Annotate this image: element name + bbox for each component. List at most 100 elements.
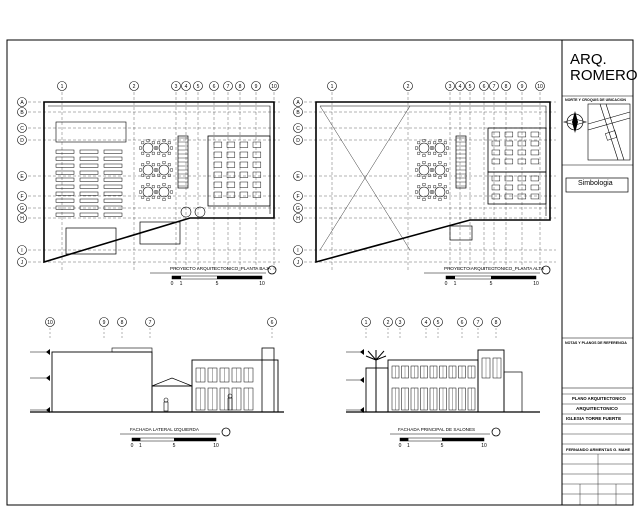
pew bbox=[55, 191, 75, 196]
plan-low-outline bbox=[43, 101, 275, 264]
grid-column-label: 10 bbox=[537, 84, 543, 90]
grid-bubble bbox=[535, 81, 545, 91]
grid-bubble bbox=[293, 107, 303, 117]
pew bbox=[79, 163, 99, 168]
elevation-main-windows bbox=[391, 357, 502, 411]
scale-tick-label: 5 bbox=[490, 281, 493, 287]
pew bbox=[103, 156, 123, 161]
desk bbox=[504, 149, 514, 156]
desk bbox=[252, 161, 262, 168]
plan-low-detail-marker bbox=[267, 265, 277, 275]
desk bbox=[226, 171, 236, 178]
grid-bubble bbox=[181, 81, 191, 91]
scale-tick-label: 10 bbox=[213, 443, 219, 449]
desk bbox=[517, 184, 527, 191]
plan-low-pews bbox=[55, 121, 127, 217]
desk bbox=[491, 131, 501, 138]
desk bbox=[530, 140, 540, 147]
scale-tick-label: 1 bbox=[454, 281, 457, 287]
elevation-axis-bubble bbox=[491, 317, 501, 327]
grid-column-label: 1 bbox=[61, 84, 64, 90]
scale-tick-label: 5 bbox=[173, 443, 176, 449]
locator-label: NORTE Y CROQUIS DE UBICACION bbox=[565, 98, 626, 102]
desk bbox=[491, 175, 501, 182]
plan-high-void-diagonal-2 bbox=[319, 105, 411, 251]
scale-tick-label: 10 bbox=[259, 281, 265, 287]
scale-tick-label: 0 bbox=[445, 281, 448, 287]
grid-bubble bbox=[501, 81, 511, 91]
desk bbox=[252, 171, 262, 178]
elevation-left-levels bbox=[30, 349, 50, 413]
elevation-left-main-block bbox=[51, 351, 153, 413]
symbology-label: Simbologia bbox=[578, 180, 613, 187]
grid-column-label: 8 bbox=[239, 84, 242, 90]
grid-bubble bbox=[17, 135, 27, 145]
pew bbox=[103, 191, 123, 196]
grid-bubble bbox=[17, 203, 27, 213]
pew bbox=[55, 184, 75, 189]
desk bbox=[213, 171, 223, 178]
grid-row-label: I bbox=[297, 248, 298, 254]
plan-low-title: PROYECTO ARQUITECTONICO_PLANTA BAJA bbox=[170, 266, 272, 271]
elevation-axis-bubble bbox=[383, 317, 393, 327]
elevation-axis-bubble bbox=[45, 317, 55, 327]
scale-tick-label: 5 bbox=[441, 443, 444, 449]
grid-bubble bbox=[327, 81, 337, 91]
title-block bbox=[562, 95, 633, 505]
grid-bubble bbox=[223, 81, 233, 91]
elevation-axis-bubble bbox=[267, 317, 277, 327]
grid-column-label: 10 bbox=[271, 84, 277, 90]
round-table bbox=[418, 164, 430, 176]
desk bbox=[252, 151, 262, 158]
grid-bubble bbox=[445, 81, 455, 91]
north-arrow-icon bbox=[562, 111, 588, 133]
scale-tick-label: 0 bbox=[171, 281, 174, 287]
grid-row-label: G bbox=[296, 206, 300, 212]
plan-low-desks bbox=[213, 141, 262, 198]
scale-tick-label: 10 bbox=[533, 281, 539, 287]
elevation-axis-label: 9 bbox=[103, 320, 106, 326]
round-table bbox=[158, 186, 170, 198]
grid-column-label: 5 bbox=[197, 84, 200, 90]
grid-row-label: F bbox=[296, 194, 299, 200]
desk bbox=[504, 184, 514, 191]
elevation-axis-bubble bbox=[457, 317, 467, 327]
grid-bubble bbox=[171, 81, 181, 91]
pew bbox=[79, 156, 99, 161]
elevation-left-title: FACHADA LATERAL IZQUIERDA bbox=[130, 427, 200, 432]
title-block-rows bbox=[562, 393, 633, 505]
grid-row-label: J bbox=[297, 260, 300, 266]
desk bbox=[530, 131, 540, 138]
grid-column-label: 7 bbox=[493, 84, 496, 90]
plan-low-service-room bbox=[65, 227, 117, 255]
grid-column-label: 1 bbox=[331, 84, 334, 90]
grid-column-label: 8 bbox=[505, 84, 508, 90]
grid-column-label: 2 bbox=[407, 84, 410, 90]
round-table bbox=[434, 164, 446, 176]
desk bbox=[517, 175, 527, 182]
desk bbox=[226, 181, 236, 188]
round-table bbox=[142, 186, 154, 198]
desk bbox=[239, 141, 249, 148]
pew bbox=[79, 177, 99, 182]
grid-row-label: C bbox=[296, 126, 300, 132]
desk bbox=[491, 184, 501, 191]
desk bbox=[213, 151, 223, 158]
plan-high-bathroom bbox=[449, 225, 473, 241]
scale-tick-label: 0 bbox=[131, 443, 134, 449]
elevation-axis-label: 8 bbox=[495, 320, 498, 326]
plan-low-stair-treads bbox=[178, 137, 188, 187]
elevation-main-detail-marker bbox=[491, 427, 501, 437]
elevation-axis-label: 2 bbox=[387, 320, 390, 326]
desk bbox=[252, 141, 262, 148]
grid-bubble bbox=[17, 123, 27, 133]
grid-column-label: 4 bbox=[185, 84, 188, 90]
pew bbox=[55, 198, 75, 203]
grid-bubble bbox=[293, 191, 303, 201]
grid-bubble bbox=[17, 171, 27, 181]
grid-row-label: B bbox=[296, 110, 300, 116]
grid-bubble bbox=[17, 257, 27, 267]
desk bbox=[504, 140, 514, 147]
